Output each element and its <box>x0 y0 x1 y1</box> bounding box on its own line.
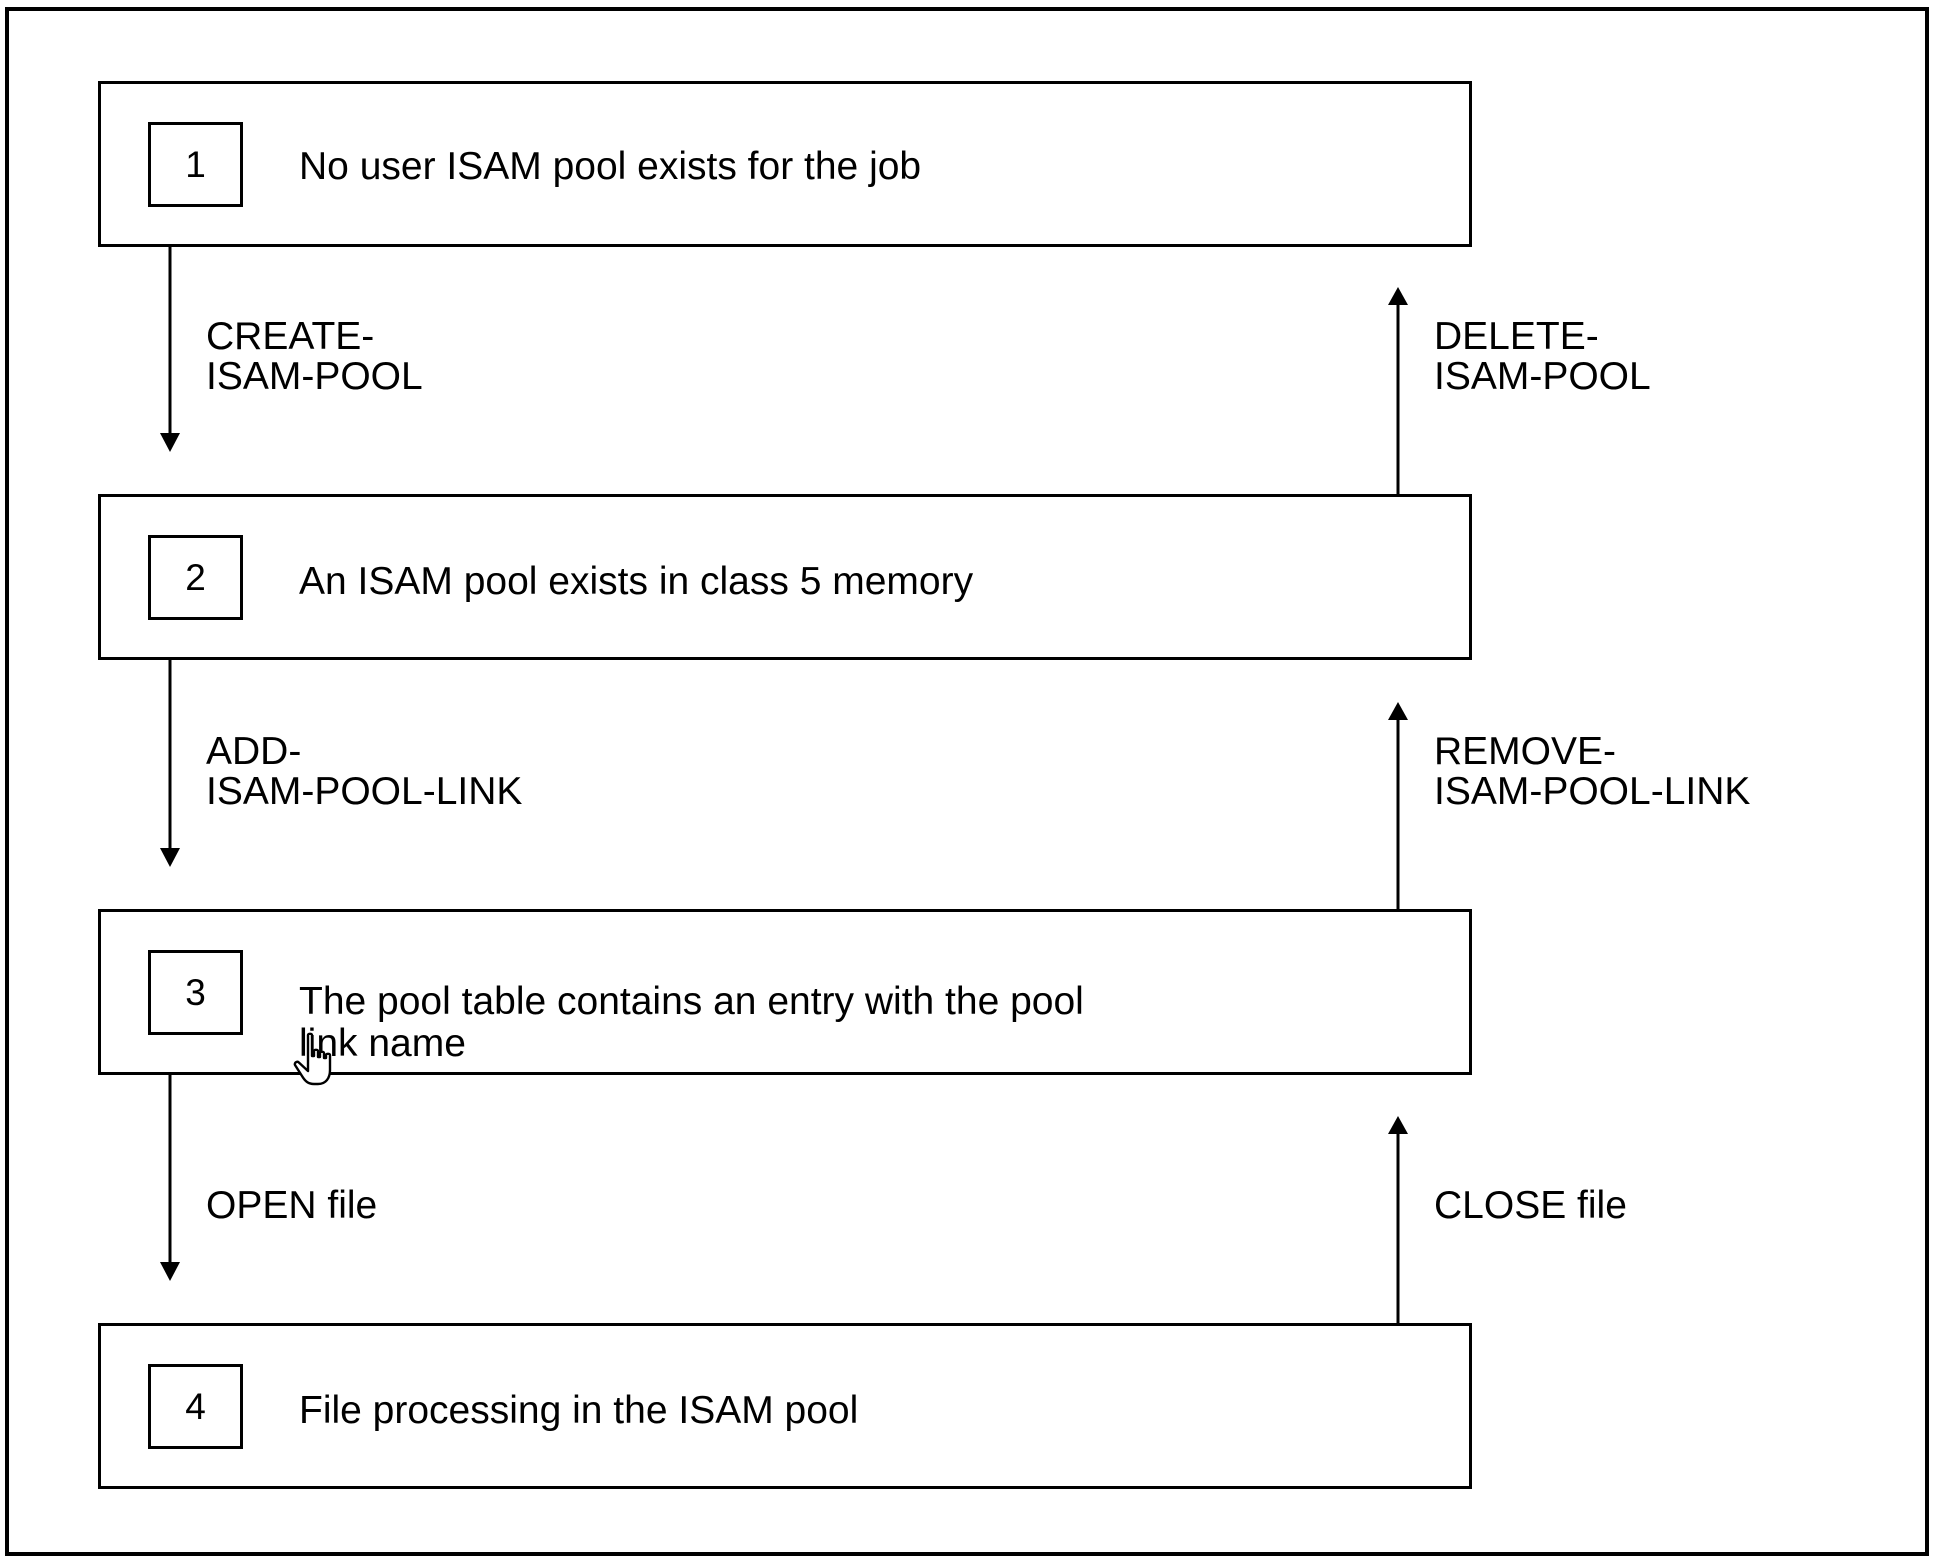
state-box-3: 3 The pool table contains an entry with … <box>98 909 1472 1075</box>
state-box-2: 2 An ISAM pool exists in class 5 memory <box>98 494 1472 660</box>
state-text-1: No user ISAM pool exists for the job <box>299 145 922 188</box>
add-isam-pool-link-label: ADD- ISAM-POOL-LINK <box>206 730 523 813</box>
delete-isam-pool-label: DELETE- ISAM-POOL <box>1434 315 1651 398</box>
open-file-label: OPEN file <box>206 1184 378 1227</box>
state-box-4: 4 File processing in the ISAM pool <box>98 1323 1472 1489</box>
state-number-1: 1 <box>148 122 243 207</box>
state-text-3: The pool table contains an entry with th… <box>299 980 1084 1065</box>
remove-isam-pool-link-label: REMOVE- ISAM-POOL-LINK <box>1434 730 1751 813</box>
create-isam-pool-label: CREATE- ISAM-POOL <box>206 315 423 398</box>
state-text-2: An ISAM pool exists in class 5 memory <box>299 560 974 603</box>
close-file-label: CLOSE file <box>1434 1184 1627 1227</box>
diagram-frame <box>5 7 1929 1556</box>
state-number-3: 3 <box>148 950 243 1035</box>
state-number-4: 4 <box>148 1364 243 1449</box>
state-number-2: 2 <box>148 535 243 620</box>
state-box-1: 1 No user ISAM pool exists for the job <box>98 81 1472 247</box>
state-text-4: File processing in the ISAM pool <box>299 1389 859 1432</box>
